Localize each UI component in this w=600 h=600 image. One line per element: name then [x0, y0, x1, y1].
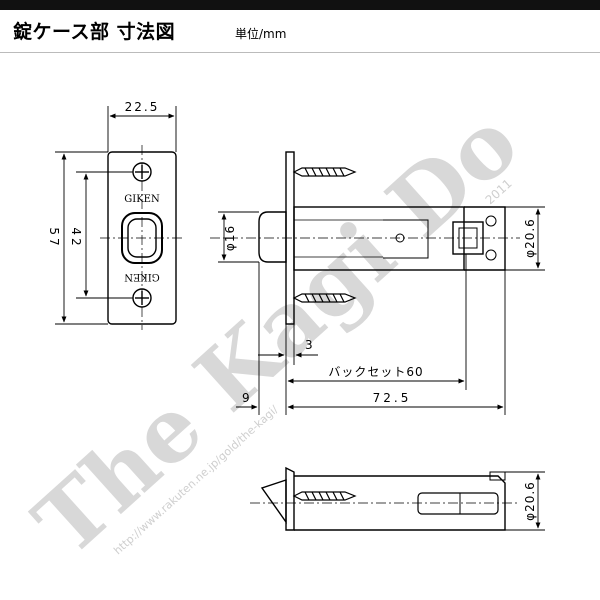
side-screw-top-icon — [292, 167, 357, 177]
side-end-bracket — [464, 206, 506, 271]
side-view — [210, 151, 520, 325]
latch-opening — [121, 212, 163, 264]
bottom-latch-wedge — [260, 479, 287, 525]
brand-top: GIKEN — [124, 194, 160, 205]
page-title: 錠ケース部 寸法図 — [13, 21, 176, 43]
latch-bolt — [127, 218, 157, 258]
front-dimensions — [55, 106, 177, 325]
bottom-dimensions — [505, 471, 545, 531]
header-rule — [0, 52, 600, 53]
bottom-plate — [285, 466, 295, 531]
brand-bottom: GIKEN — [124, 271, 160, 282]
screw-top-icon — [132, 162, 152, 182]
bottom-case-body — [294, 475, 506, 531]
case-dia-label: φ20.6 — [523, 218, 537, 258]
bottom-case-dia-label: φ20.6 — [523, 481, 537, 521]
overhang-dim-label: 9 — [242, 391, 250, 405]
bottom-slot — [417, 492, 499, 515]
side-latch-bolt — [258, 211, 287, 263]
screw-bottom-icon — [132, 288, 152, 308]
side-dimensions — [218, 206, 545, 415]
front-view — [100, 145, 184, 330]
latch-dia-label: φ16 — [223, 225, 237, 251]
top-bar — [0, 0, 600, 10]
width-dim-label: 22.5 — [125, 100, 160, 114]
total-length-dim-label: 72.5 — [373, 391, 412, 405]
bottom-view — [250, 466, 520, 531]
thickness-dim-label: 3 — [305, 338, 313, 352]
height-inner-dim-label: 42 — [69, 227, 83, 248]
backset-dim-label: バックセット60 — [328, 365, 423, 379]
side-case-body — [293, 206, 465, 271]
height-outer-dim-label: 57 — [47, 227, 61, 248]
side-screw-bottom-icon — [292, 293, 357, 303]
bottom-screw-icon — [292, 491, 357, 501]
unit-label: 単位/mm — [235, 27, 287, 41]
